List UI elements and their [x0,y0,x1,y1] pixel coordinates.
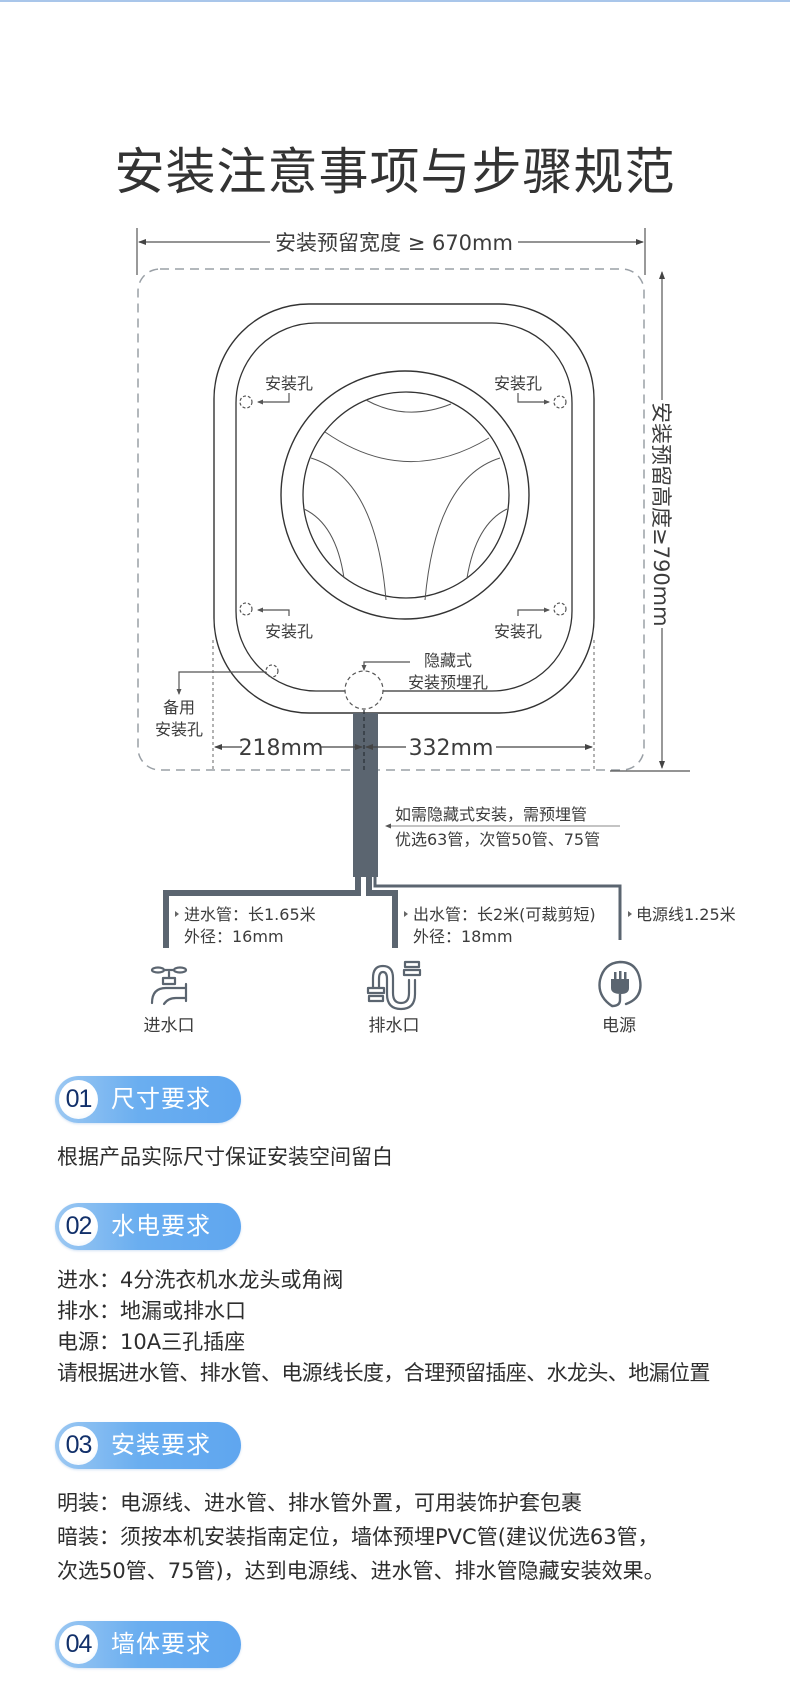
section-badge: 01 尺寸要求 [55,1076,241,1123]
section-number: 01 [59,1080,98,1119]
svg-text:安装孔: 安装孔 [155,720,203,739]
svg-text:备用: 备用 [163,698,195,717]
section-title: 墙体要求 [111,1630,211,1658]
embedded-pipe [353,713,378,877]
top-border-line [0,0,790,2]
branch-pipes [163,877,398,948]
door-glass [302,391,510,599]
faucet-label: 进水口 [144,1016,195,1036]
svg-text:安装孔: 安装孔 [265,622,313,641]
mount-hole-top-right: 安装孔 [494,374,567,409]
section-title: 安装要求 [111,1431,211,1459]
svg-text:安装孔: 安装孔 [265,374,313,393]
section-number: 02 [59,1207,98,1246]
reserved-space-outline [137,268,645,771]
mount-hole-bottom-right: 安装孔 [494,602,567,641]
section-line: 排水：地漏或排水口 [57,1299,246,1323]
dim-right-label: 332mm [409,736,494,761]
faucet-icon [150,966,188,1006]
height-dimension: 安装预留高度≥790mm [610,271,690,772]
svg-text:出水管：长2米(可裁剪短): 出水管：长2米(可裁剪短) [413,905,596,924]
height-label: 安装预留高度≥790mm [649,402,673,627]
svg-text:安装孔: 安装孔 [494,622,542,641]
section-line: 电源：10A三孔插座 [57,1330,246,1354]
hidden-embed-hole: 隐藏式 安装预埋孔 [344,651,488,710]
washer-inner-outline [235,322,573,692]
washer-outer-outline [213,303,595,714]
section-body: 明装：电源线、进水管、排水管外置，可用装饰护套包裹 暗装：须按本机安装指南定位，… [57,1486,665,1588]
section-line: 明装：电源线、进水管、排水管外置，可用装饰护套包裹 [57,1491,582,1515]
power-plug-icon [598,960,642,1008]
section-badge: 04 墙体要求 [55,1621,241,1668]
drain-label: 排水口 [369,1016,420,1036]
power-note: 电源线1.25米 [628,905,736,924]
section-number: 04 [59,1625,98,1664]
section-badge: 02 水电要求 [55,1203,241,1250]
section-line: 进水：4分洗衣机水龙头或角阀 [57,1268,344,1292]
svg-text:优选63管，次管50管、75管: 优选63管，次管50管、75管 [395,830,600,849]
power-cable [373,877,622,940]
section-line: 根据产品实际尺寸保证安装空间留白 [57,1145,393,1169]
svg-text:进水管：长1.65米: 进水管：长1.65米 [184,905,316,924]
mount-hole-top-left: 安装孔 [239,374,313,409]
drain-trap-icon [366,960,422,1011]
svg-text:外径：18mm: 外径：18mm [413,927,513,946]
power-label: 电源 [602,1016,636,1036]
svg-text:外径：16mm: 外径：16mm [184,927,284,946]
svg-text:隐藏式: 隐藏式 [424,651,472,670]
page-title: 安装注意事项与步骤规范 [114,142,676,201]
svg-text:电源线1.25米: 电源线1.25米 [636,905,736,924]
section-body: 进水：4分洗衣机水龙头或角阀 排水：地漏或排水口 电源：10A三孔插座 请根据进… [57,1265,710,1389]
inlet-note: 进水管：长1.65米 外径：16mm [175,905,316,946]
drum-lines [303,399,508,601]
svg-text:安装预埋孔: 安装预埋孔 [408,673,488,692]
svg-text:如需隐藏式安装，需预埋管: 如需隐藏式安装，需预埋管 [395,805,587,824]
section-title: 尺寸要求 [111,1085,211,1113]
installation-diagram: 安装预留宽度 ≥ 670mm 安装预留高度≥790mm 安装孔 安装孔 安装孔 [136,228,736,1036]
section-title: 水电要求 [111,1212,211,1240]
dim-left-label: 218mm [239,736,324,761]
section-line: 请根据进水管、排水管、电源线长度，合理预留插座、水龙头、地漏位置 [57,1361,710,1385]
horizontal-offset-dimension: 218mm 332mm [214,736,593,761]
mount-hole-bottom-left: 安装孔 [239,602,313,641]
width-dimension: 安装预留宽度 ≥ 670mm [136,228,646,275]
pipe-note: 如需隐藏式安装，需预埋管 优选63管，次管50管、75管 [385,805,620,849]
section-badge: 03 安装要求 [55,1422,241,1469]
section-line: 暗装：须按本机安装指南定位，墙体预埋PVC管(建议优选63管， [57,1525,659,1549]
outlet-note: 出水管：长2米(可裁剪短) 外径：18mm [404,905,596,946]
svg-text:安装孔: 安装孔 [494,374,542,393]
spare-mount-hole: 备用 安装孔 [155,664,279,739]
width-label: 安装预留宽度 ≥ 670mm [275,231,513,255]
section-number: 03 [59,1426,98,1465]
section-body: 根据产品实际尺寸保证安装空间留白 [57,1142,393,1173]
section-line: 次选50管、75管)，达到电源线、进水管、排水管隐藏安装效果。 [57,1559,665,1583]
